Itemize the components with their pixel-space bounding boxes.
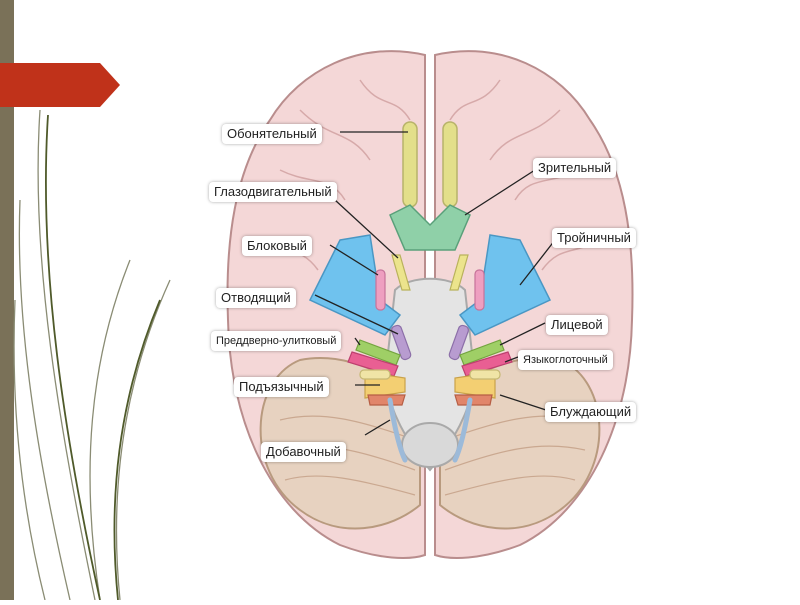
decorative-grass-strokes [13,109,171,600]
accessory-nerve [387,397,473,463]
label-trigeminal: Тройничный [552,228,636,248]
label-vagus: Блуждающий [545,402,637,422]
optic-chiasm [389,204,471,251]
left-sidebar-bar [0,0,14,600]
label-olfactory: Обонятельный [222,124,322,144]
label-trochlear: Блоковый [242,236,312,256]
vagus-nerve [367,394,493,406]
red-arrow-tab [0,63,120,107]
label-abducens: Отводящий [216,288,296,308]
label-vestibulocochlear: Преддверно-улитковый [211,331,342,351]
oculomotor-nerve [391,254,469,291]
label-oculomotor: Глазодвигательный [209,182,337,202]
label-optic: Зрительный [533,158,617,178]
label-accessory: Добавочный [261,442,346,462]
trigeminal-nerve [308,234,552,336]
label-hypoglossal: Подъязычный [234,377,329,397]
olfactory-nerve [402,121,458,208]
brainstem [383,277,477,472]
trochlear-nerve [375,269,485,311]
hypoglossal-nerve [359,369,501,380]
label-glossopharyngeal: Языкоглоточный [518,350,613,370]
label-facial: Лицевой [546,315,608,335]
